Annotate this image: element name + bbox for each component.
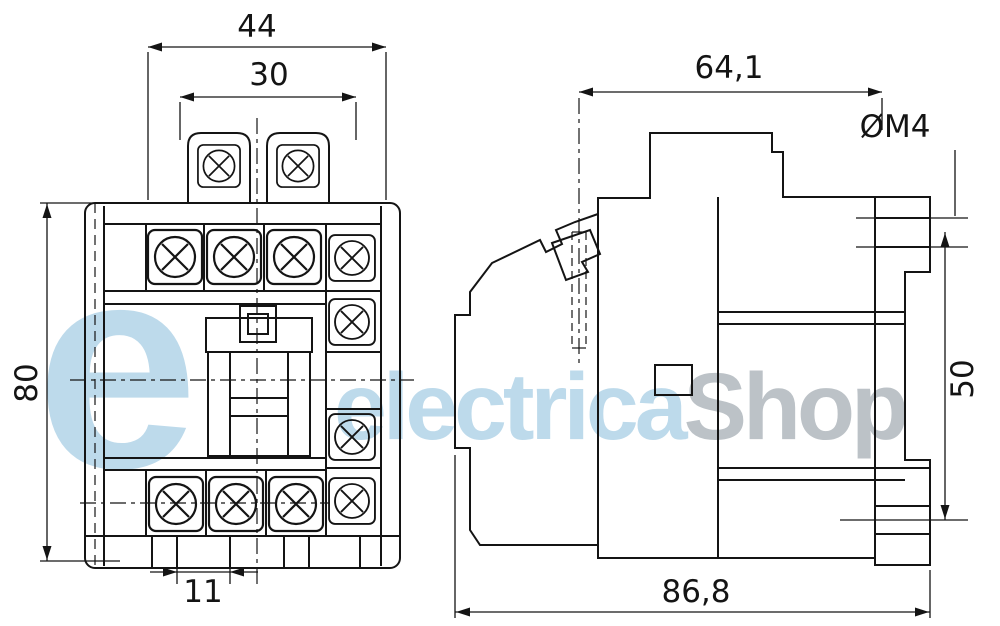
side-mounting-pitch-label: 50 [945, 359, 981, 399]
side-depth-upper-label: 64,1 [694, 50, 764, 86]
screw-icon [328, 413, 376, 461]
dimension-lines [40, 42, 968, 618]
front-width-inner-label: 30 [249, 57, 289, 93]
front-width-outer-label: 44 [237, 9, 277, 45]
screw-icon [265, 228, 323, 286]
front-foot-width-label: 11 [183, 574, 223, 610]
side-depth-overall-label: 86,8 [661, 574, 731, 610]
screw-icon [328, 298, 376, 346]
watermark-logo-icon: e [36, 203, 199, 529]
side-view-hidden-lines [571, 98, 587, 368]
screw-icon [146, 228, 204, 286]
screw-icon [276, 144, 320, 188]
contactor-side-view [454, 132, 931, 566]
watermark-brand-primary: electrica [334, 354, 688, 460]
screw-icon [328, 234, 376, 282]
watermark-text: electricaShop [334, 360, 909, 455]
screw-icon [267, 475, 325, 533]
front-height-label: 80 [9, 363, 45, 403]
screw-icon [205, 228, 263, 286]
front-view-centerlines [70, 118, 414, 586]
watermark-brand-secondary: Shop [683, 354, 909, 460]
screw-icon [328, 477, 376, 525]
screw-icon [207, 475, 265, 533]
screw-icon [197, 144, 241, 188]
screw-icon [147, 475, 205, 533]
thread-size-label: ØM4 [859, 109, 931, 145]
